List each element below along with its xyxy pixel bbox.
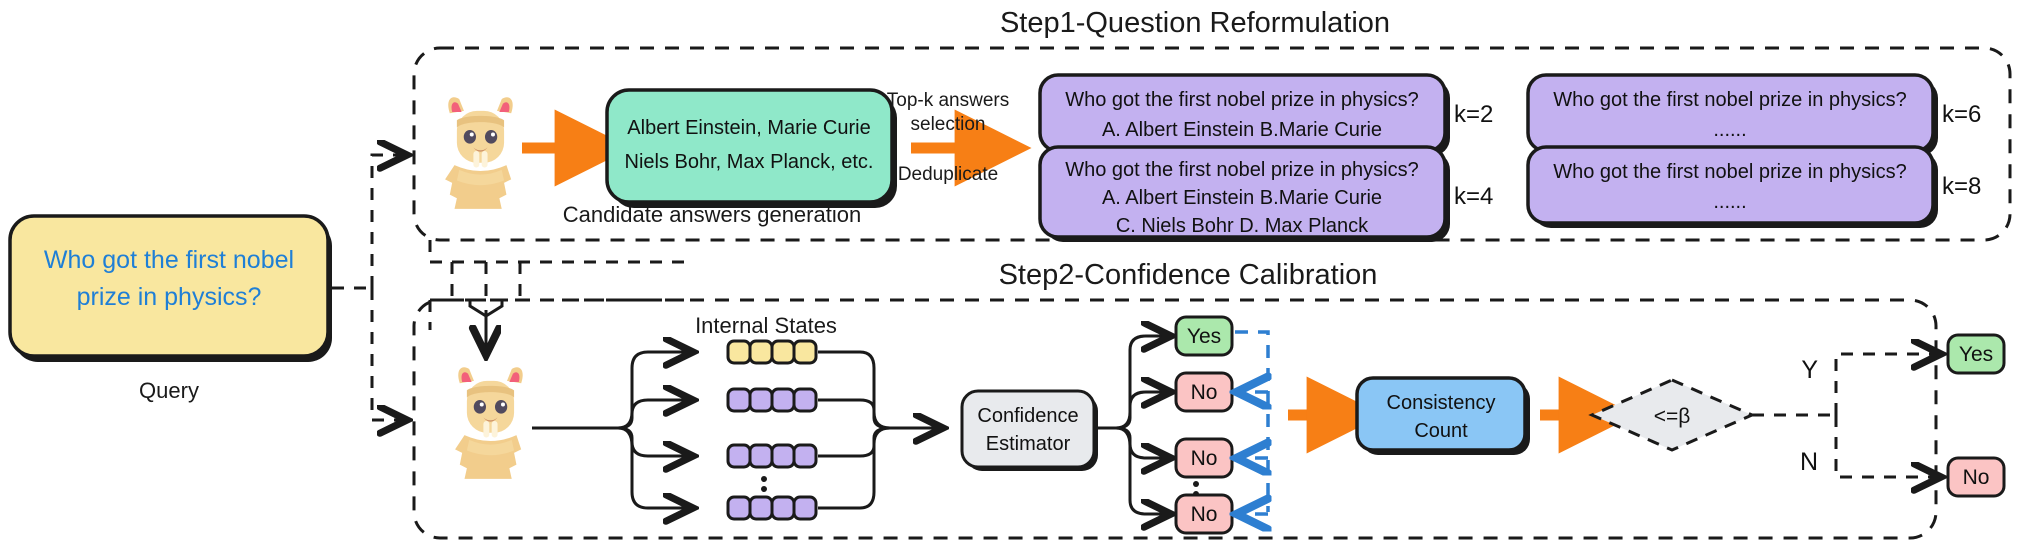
prompt-k2-klabel: k=2 (1454, 101, 1493, 128)
estimator-line2: Estimator (986, 433, 1071, 455)
candidate-line1: Albert Einstein, Marie Curie (627, 117, 870, 139)
branch-yes-label: Y (1801, 356, 1818, 384)
candidate-caption: Candidate answers generation (563, 202, 861, 227)
step1-title: Step1-Question Reformulation (1000, 7, 1390, 39)
candidate-answers-box: Albert Einstein, Marie Curie Niels Bohr,… (605, 88, 897, 208)
query-node: Who got the first nobel prize in physics… (8, 214, 332, 403)
state-row-1 (726, 339, 818, 365)
prompt-card-k4: Who got the first nobel prize in physics… (1038, 145, 1493, 242)
state-fanout (532, 352, 690, 508)
prompt-card-k6: Who got the first nobel prize in physics… (1526, 73, 1981, 156)
output-label-0: Yes (1959, 343, 1993, 366)
internal-states-label: Internal States (695, 313, 837, 338)
query-line1: Who got the first nobel (44, 246, 294, 274)
llama-icon-2 (455, 367, 523, 479)
decision-branches: Y N (1752, 354, 1938, 477)
verdict-fanout (1098, 336, 1168, 514)
query-connectors (332, 155, 404, 420)
state-row-2 (726, 387, 818, 413)
output-label-1: No (1963, 466, 1990, 489)
state-row-3 (726, 443, 818, 469)
topk-label-line2: selection (911, 114, 986, 135)
prompt-k4-klabel: k=4 (1454, 183, 1493, 210)
output-yes: Yes (1946, 333, 2006, 375)
prompt-k8-line2: ...... (1713, 191, 1746, 213)
state-row-4 (726, 495, 818, 521)
consistency-bus (1235, 330, 1268, 514)
verdict-no-3: No (1174, 493, 1234, 535)
prompt-k4-line2: A. Albert Einstein B.Marie Curie (1102, 187, 1382, 209)
prompt-k2-line2: A. Albert Einstein B.Marie Curie (1102, 119, 1382, 141)
step2-container (412, 298, 1938, 540)
prompt-k6-line2: ...... (1713, 119, 1746, 141)
reformulation-feedback (428, 240, 690, 352)
decision-label: <=β (1654, 405, 1691, 428)
step2-title: Step2-Confidence Calibration (999, 259, 1378, 291)
consistency-line2: Count (1414, 420, 1468, 442)
prompt-card-k8: Who got the first nobel prize in physics… (1526, 145, 1981, 228)
prompt-k4-line3: C. Niels Bohr D. Max Planck (1116, 215, 1369, 237)
states-merge (818, 350, 940, 510)
query-caption: Query (139, 378, 199, 403)
decision-diamond: <=β (1588, 378, 1756, 452)
prompt-k8-klabel: k=8 (1942, 173, 1981, 200)
deduplicate-label: Deduplicate (898, 164, 998, 185)
query-line2: prize in physics? (77, 283, 262, 311)
prompt-k6-line1: Who got the first nobel prize in physics… (1553, 89, 1907, 111)
output-no: No (1946, 456, 2006, 498)
branch-no-label: N (1800, 448, 1818, 476)
prompt-card-k2: Who got the first nobel prize in physics… (1038, 73, 1493, 156)
confidence-estimator-box: Confidence Estimator (960, 389, 1098, 471)
topk-label-line1: Top-k answers (887, 90, 1010, 111)
verdict-label-3: No (1191, 503, 1218, 526)
verdict-label-0: Yes (1187, 325, 1221, 348)
candidate-line2: Niels Bohr, Max Planck, etc. (625, 151, 874, 173)
verdict-label-2: No (1191, 447, 1218, 470)
prompt-k4-line1: Who got the first nobel prize in physics… (1065, 159, 1419, 181)
verdict-no-2: No (1174, 437, 1234, 479)
prompt-k8-line1: Who got the first nobel prize in physics… (1553, 161, 1907, 183)
consistency-line1: Consistency (1387, 392, 1496, 414)
verdict-no-1: No (1174, 371, 1234, 413)
consistency-count-box: Consistency Count (1355, 376, 1530, 455)
verdict-label-1: No (1191, 381, 1218, 404)
prompt-k2-line1: Who got the first nobel prize in physics… (1065, 89, 1419, 111)
verdict-yes-1: Yes (1174, 315, 1234, 357)
llama-icon (445, 97, 513, 209)
prompt-k6-klabel: k=6 (1942, 101, 1981, 128)
estimator-line1: Confidence (977, 405, 1078, 427)
